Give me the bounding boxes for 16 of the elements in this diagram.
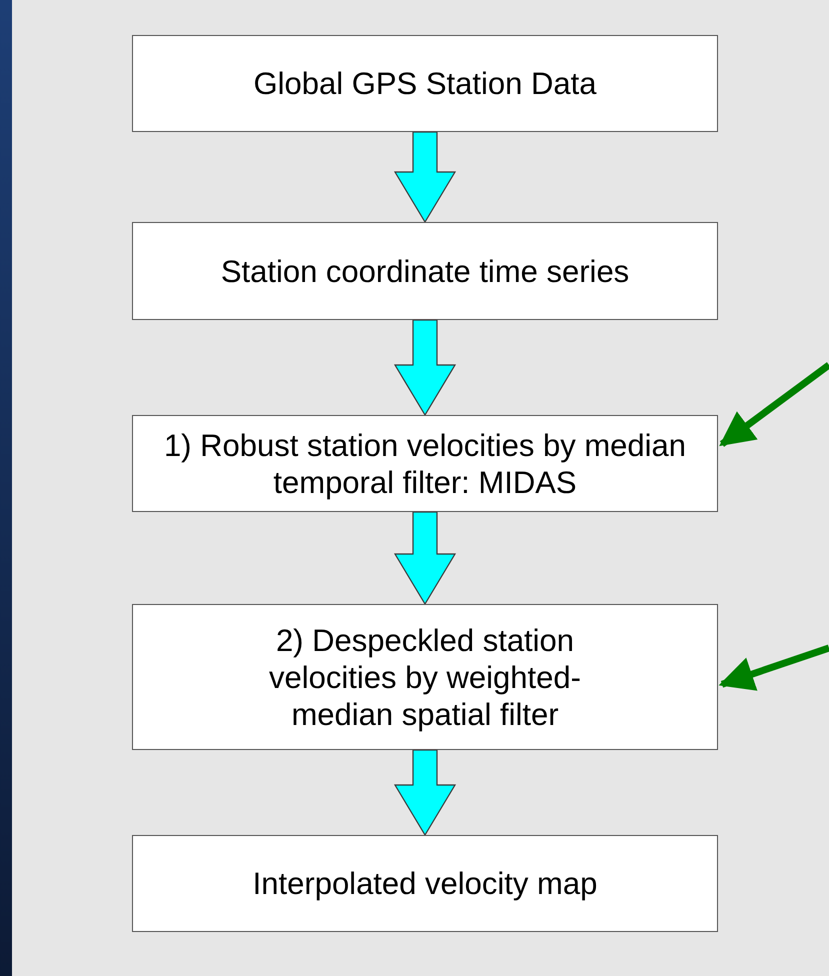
arrow [718, 644, 829, 691]
block-arrow [394, 749, 456, 836]
process-box [132, 604, 718, 750]
process-box [132, 415, 718, 512]
block-arrow [394, 319, 456, 416]
arrow [719, 362, 829, 447]
process-box [132, 835, 718, 932]
box-label: Global GPS Station Data [254, 65, 596, 102]
block-arrow [394, 511, 456, 606]
box-label: 2) Despeckled station velocities by weighted-median spatial filter [268, 622, 582, 732]
process-box [132, 35, 718, 132]
box-label: Interpolated velocity map [252, 865, 598, 902]
box-label: 1) Robust station velocities by median temporal filter: MIDAS [162, 426, 688, 500]
process-box [132, 222, 718, 320]
block-arrow [394, 131, 456, 224]
box-label: Station coordinate time series [220, 252, 630, 290]
